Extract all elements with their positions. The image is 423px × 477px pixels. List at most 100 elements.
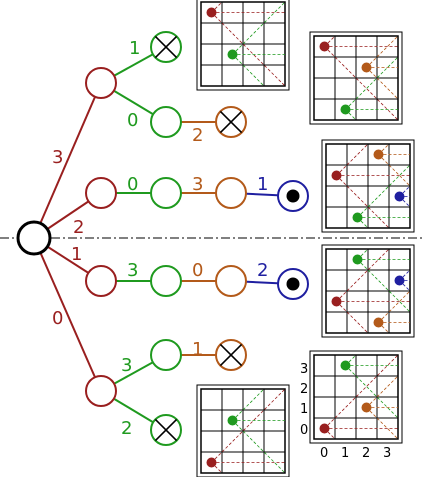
board-thumbnail xyxy=(309,350,403,444)
queen-marker xyxy=(373,149,384,160)
queen-marker xyxy=(227,415,238,426)
board-thumbnail xyxy=(196,0,290,91)
attack-line xyxy=(357,164,411,218)
queen-marker xyxy=(331,296,342,307)
filled-dot-icon xyxy=(286,189,300,203)
edge-label: 1 xyxy=(257,174,268,195)
y-tick-label: 0 xyxy=(300,423,308,438)
tree-node xyxy=(85,375,117,407)
queen-marker xyxy=(319,41,330,52)
tree-edge xyxy=(33,237,102,392)
x-tick-label: 2 xyxy=(362,446,370,461)
queen-marker xyxy=(206,457,217,468)
queen-marker xyxy=(227,49,238,60)
y-tick-label: 1 xyxy=(300,402,308,417)
solution-node xyxy=(277,180,309,212)
edge-label: 0 xyxy=(127,110,138,131)
queen-marker xyxy=(373,317,384,328)
attack-line xyxy=(366,35,399,68)
dead-end-node xyxy=(150,414,182,446)
tree-node xyxy=(85,177,117,209)
attack-line xyxy=(378,290,411,323)
board-thumbnail xyxy=(321,139,415,233)
edge-label: 3 xyxy=(192,174,203,195)
circle-cross-icon xyxy=(219,110,243,134)
filled-dot-icon xyxy=(286,277,300,291)
tree-node xyxy=(215,265,247,297)
queen-marker xyxy=(340,360,351,371)
board-thumbnail xyxy=(321,244,415,338)
attack-line xyxy=(232,54,265,87)
y-tick-label: 2 xyxy=(300,382,308,397)
queen-marker xyxy=(394,191,405,202)
edge-label: 2 xyxy=(73,217,84,238)
x-tick-label: 1 xyxy=(341,446,349,461)
queen-marker xyxy=(319,423,330,434)
tree-node xyxy=(150,339,182,371)
board-thumbnail xyxy=(309,31,403,125)
dead-end-node xyxy=(215,339,247,371)
attack-line xyxy=(324,46,399,121)
x-tick-label: 3 xyxy=(383,446,391,461)
attack-line xyxy=(211,12,286,87)
queen-marker xyxy=(331,170,342,181)
circle-cross-icon xyxy=(154,35,178,59)
attack-line xyxy=(336,175,390,229)
edge-label: 2 xyxy=(192,125,203,146)
circle-cross-icon xyxy=(154,418,178,442)
queen-marker xyxy=(352,212,363,223)
attack-line xyxy=(211,388,286,463)
edge-label: 0 xyxy=(52,308,63,329)
attack-line xyxy=(357,259,411,313)
edge-label: 2 xyxy=(257,260,268,281)
board-thumbnail xyxy=(196,384,290,477)
attack-line xyxy=(232,420,286,474)
attack-line xyxy=(345,56,399,110)
queen-marker xyxy=(206,7,217,18)
edge-label: 3 xyxy=(127,260,138,281)
edge-label: 3 xyxy=(52,147,63,168)
tree-node xyxy=(85,67,117,99)
edge-label: 1 xyxy=(129,38,140,59)
tree-node xyxy=(150,265,182,297)
root-node xyxy=(16,220,52,256)
circle-cross-icon xyxy=(219,343,243,367)
queen-marker xyxy=(361,402,372,413)
solution-node xyxy=(277,268,309,300)
attack-line xyxy=(366,375,399,408)
dead-end-node xyxy=(215,106,247,138)
queen-marker xyxy=(394,275,405,286)
x-tick-label: 0 xyxy=(320,446,328,461)
attack-line xyxy=(366,407,399,440)
edge-label: 0 xyxy=(192,260,203,281)
queen-marker xyxy=(340,104,351,115)
edge-label: 1 xyxy=(192,339,203,360)
attack-line xyxy=(232,388,265,421)
attack-line xyxy=(366,67,399,100)
attack-line xyxy=(324,354,399,429)
tree-nodes xyxy=(16,31,309,446)
attack-line xyxy=(345,365,399,419)
edge-label: 0 xyxy=(127,174,138,195)
edge-labels: 3 2 1 0 1 0 2 0 3 1 3 0 2 3 1 2 xyxy=(52,38,268,439)
tree-edge xyxy=(33,82,102,239)
y-tick-label: 3 xyxy=(300,362,308,377)
board-axis-labels: 3 2 1 0 0 1 2 3 xyxy=(300,362,391,461)
tree-node xyxy=(215,177,247,209)
dead-end-node xyxy=(150,31,182,63)
tree-node xyxy=(85,265,117,297)
queen-marker xyxy=(352,254,363,265)
tree-node xyxy=(150,106,182,138)
attack-line xyxy=(336,248,390,302)
edge-label: 3 xyxy=(121,355,132,376)
queen-marker xyxy=(361,62,372,73)
attack-line xyxy=(232,1,286,55)
edge-label: 2 xyxy=(121,418,132,439)
attack-line xyxy=(336,301,369,334)
attack-line xyxy=(378,154,411,187)
attack-line xyxy=(336,143,369,176)
edge-label: 1 xyxy=(71,244,82,265)
board-thumbnails xyxy=(196,0,415,477)
tree-node xyxy=(150,177,182,209)
